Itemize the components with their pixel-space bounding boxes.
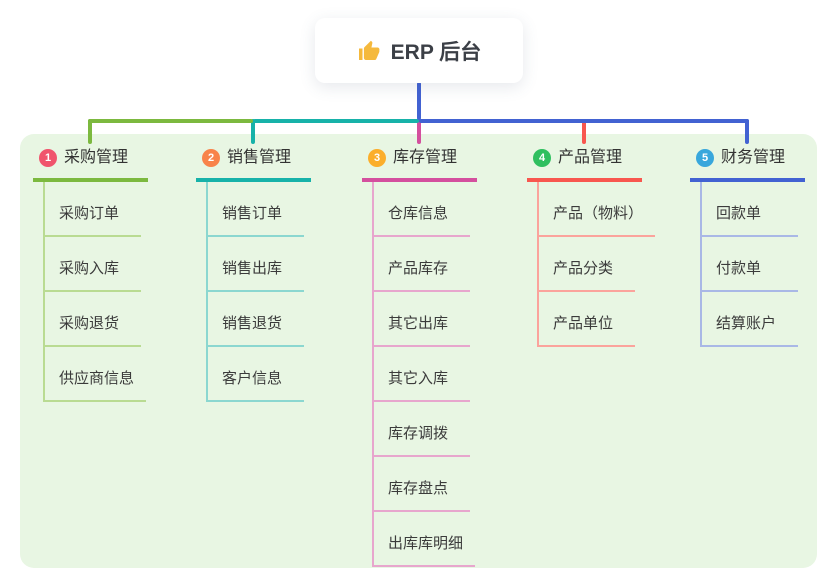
child-node[interactable]: 销售出库 (208, 237, 304, 292)
branch-node: 3 库存管理 仓库信息产品库存其它出库其它入库库存调拨库存盘点出库库明细 (362, 146, 522, 567)
branch-label: 库存管理 (393, 149, 458, 166)
child-node[interactable]: 库存盘点 (374, 457, 470, 512)
child-node[interactable]: 产品（物料） (539, 182, 656, 237)
branch-label: 销售管理 (227, 149, 292, 166)
branch-label: 采购管理 (64, 149, 129, 166)
child-node[interactable]: 产品分类 (539, 237, 635, 292)
connector-bus-blue (419, 119, 749, 123)
connector-bus-green (88, 119, 253, 123)
connector-drop-5 (745, 119, 749, 144)
branch-children: 仓库信息产品库存其它出库其它入库库存调拨库存盘点出库库明细 (372, 182, 476, 567)
child-node[interactable]: 其它出库 (374, 292, 470, 347)
child-node[interactable]: 出库库明细 (374, 512, 476, 567)
branch-children: 采购订单采购入库采购退货供应商信息 (43, 182, 147, 402)
branch-node: 4 产品管理 产品（物料）产品分类产品单位 (527, 146, 687, 347)
child-node[interactable]: 结算账户 (702, 292, 798, 347)
branch-title[interactable]: 1 采购管理 (33, 146, 148, 182)
branch-label: 财务管理 (721, 149, 786, 166)
branch-title[interactable]: 4 产品管理 (527, 146, 642, 182)
branch-node: 2 销售管理 销售订单销售出库销售退货客户信息 (196, 146, 356, 402)
child-node[interactable]: 付款单 (702, 237, 798, 292)
connector-drop-4 (582, 119, 586, 144)
branch-children: 销售订单销售出库销售退货客户信息 (206, 182, 304, 402)
connector-drop-3 (417, 119, 421, 144)
child-node[interactable]: 其它入库 (374, 347, 470, 402)
branch-number-badge: 5 (696, 149, 714, 167)
branch-node: 1 采购管理 采购订单采购入库采购退货供应商信息 (33, 146, 193, 402)
branch-children: 回款单付款单结算账户 (700, 182, 798, 347)
root-node[interactable]: ERP 后台 (315, 18, 523, 83)
thumbs-up-icon (357, 39, 381, 63)
child-node[interactable]: 采购订单 (45, 182, 141, 237)
connector-root-drop (417, 82, 421, 120)
child-node[interactable]: 供应商信息 (45, 347, 147, 402)
connector-drop-1 (88, 119, 92, 144)
child-node[interactable]: 产品库存 (374, 237, 470, 292)
child-node[interactable]: 仓库信息 (374, 182, 470, 237)
branch-node: 5 财务管理 回款单付款单结算账户 (690, 146, 839, 347)
child-node[interactable]: 销售订单 (208, 182, 304, 237)
child-node[interactable]: 客户信息 (208, 347, 304, 402)
child-node[interactable]: 库存调拨 (374, 402, 470, 457)
branch-children: 产品（物料）产品分类产品单位 (537, 182, 656, 347)
child-node[interactable]: 销售退货 (208, 292, 304, 347)
child-node[interactable]: 产品单位 (539, 292, 635, 347)
branch-number-badge: 1 (39, 149, 57, 167)
branch-panel (20, 134, 817, 568)
root-title: ERP 后台 (390, 40, 482, 64)
connector-drop-2 (251, 119, 255, 144)
child-node[interactable]: 采购入库 (45, 237, 141, 292)
branch-number-badge: 4 (533, 149, 551, 167)
connector-bus-teal (253, 119, 419, 123)
child-node[interactable]: 采购退货 (45, 292, 141, 347)
branch-title[interactable]: 5 财务管理 (690, 146, 805, 182)
branch-number-badge: 3 (368, 149, 386, 167)
branch-number-badge: 2 (202, 149, 220, 167)
branch-label: 产品管理 (558, 149, 623, 166)
branch-title[interactable]: 3 库存管理 (362, 146, 477, 182)
branch-title[interactable]: 2 销售管理 (196, 146, 311, 182)
child-node[interactable]: 回款单 (702, 182, 798, 237)
